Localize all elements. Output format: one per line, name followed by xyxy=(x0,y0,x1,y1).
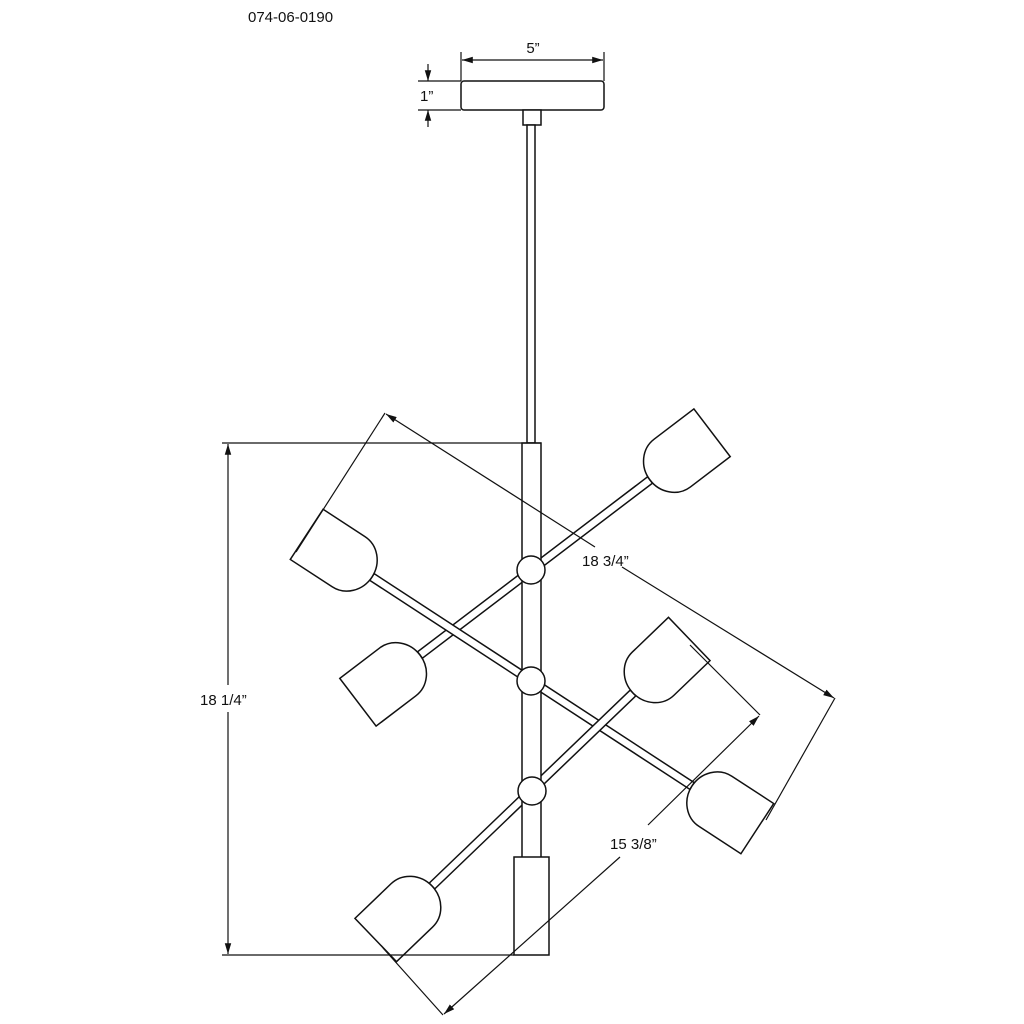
dimension-fixture-height: 18 1/4” xyxy=(200,442,541,956)
canopy-height-label: 1” xyxy=(420,88,433,105)
bottom-cap xyxy=(513,856,550,956)
dimension-canopy-width: 5” xyxy=(460,40,605,81)
lower-arm-span-label: 15 3/8” xyxy=(610,836,657,853)
shade xyxy=(642,407,732,494)
upper-arm-span-label: 18 3/4” xyxy=(582,553,629,570)
hub-bottom xyxy=(517,776,547,806)
hubs xyxy=(516,555,547,806)
shade xyxy=(353,875,442,963)
shade xyxy=(686,771,775,855)
shade xyxy=(289,508,378,592)
hub-middle xyxy=(516,666,546,696)
shade xyxy=(338,641,428,728)
canopy xyxy=(460,80,605,126)
stem-rod xyxy=(526,124,536,444)
canopy-width-label: 5” xyxy=(526,40,539,57)
dimension-upper-arm-span: 18 3/4” xyxy=(295,412,836,821)
shade xyxy=(623,616,712,704)
part-number: 074-06-0190 xyxy=(248,9,333,26)
fixture-height-label: 18 1/4” xyxy=(200,692,247,709)
dimension-lower-arm-span: 15 3/8” xyxy=(382,644,761,1016)
hub-top xyxy=(516,555,546,585)
dimension-canopy-height: 1” xyxy=(418,64,461,127)
